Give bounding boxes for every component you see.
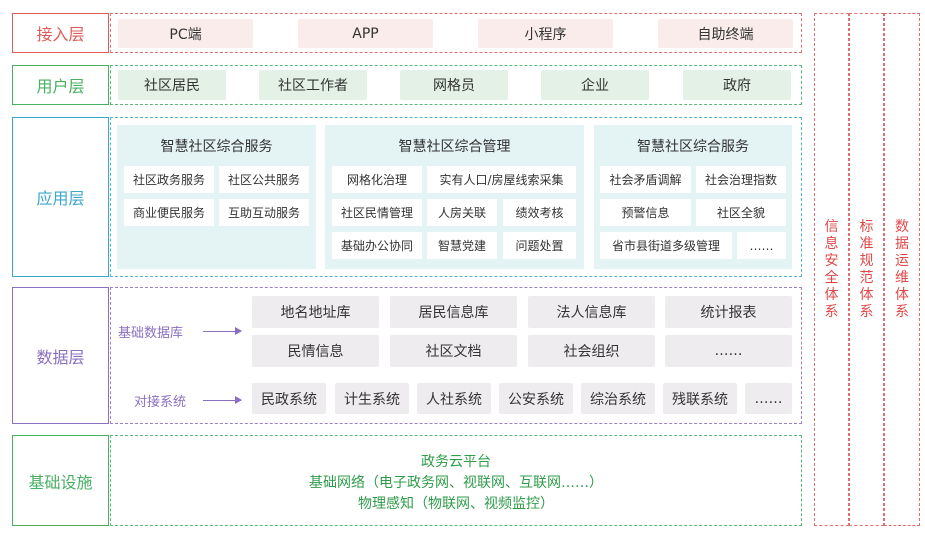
access-layer-container [110,13,802,53]
access-item-app: APP [298,19,433,48]
app-item: 社区全貌 [696,199,786,226]
app-item: 预警信息 [600,199,691,226]
access-item-miniprogram: 小程序 [478,19,613,48]
base-database-arrow [203,327,242,335]
user-item-government: 政府 [683,70,791,100]
side-column-security-text: 信息安全体系 [824,218,839,320]
app-panel-title: 智慧社区综合管理 [398,139,511,155]
system-item: 公安系统 [499,383,573,414]
data-layer-container [110,287,802,424]
user-layer-title: 用户层 [36,77,85,96]
connected-systems-label: 对接系统 [134,395,187,410]
user-item-enterprise: 企业 [541,70,649,100]
side-column-operations: 数据运维体系 [884,13,920,526]
user-item-grid-staff: 网格员 [400,70,508,100]
db-item: 居民信息库 [390,296,517,328]
system-item: 人社系统 [417,383,491,414]
system-item: 残联系统 [663,383,737,414]
app-item: 社会治理指数 [696,166,786,193]
app-item: 社区公共服务 [219,166,309,193]
db-item: 统计报表 [665,296,792,328]
access-layer-title: 接入层 [36,25,85,44]
system-item: 民政系统 [252,383,326,414]
infrastructure-layer-label: 基础设施 [12,435,109,526]
user-item-community-workers: 社区工作者 [259,70,367,100]
application-layer-title: 应用层 [36,189,85,208]
system-item: 计生系统 [335,383,409,414]
app-item: 基础办公协同 [332,232,422,259]
side-column-operations-text: 数据运维体系 [895,218,909,320]
db-item: 法人信息库 [528,296,655,328]
app-item: 省市县街道多级管理 [600,232,732,259]
app-item: 社会矛盾调解 [600,166,691,193]
base-database-label: 基础数据库 [118,326,184,341]
user-layer-label: 用户层 [12,65,109,105]
connected-systems-arrow [203,396,242,404]
app-panel-service-1: 智慧社区综合服务 社区政务服务 社区公共服务 商业便民服务 互助互动服务 [117,125,316,269]
app-item: 问题处置 [503,232,576,259]
db-item: 社会组织 [528,335,655,367]
application-layer-label: 应用层 [12,117,109,277]
infrastructure-layer-container [110,435,802,526]
app-item: 智慧党建 [427,232,497,259]
system-item: …… [745,383,792,414]
user-item-residents: 社区居民 [118,70,226,100]
infra-line-network: 基础网络（电子政务网、视联网、互联网……） [309,475,603,491]
app-item: …… [737,232,786,259]
side-column-standards-text: 标准规范体系 [859,218,874,320]
app-item: 人房关联 [427,199,497,226]
access-item-kiosk: 自助终端 [658,19,793,48]
user-layer-container [110,65,802,105]
access-layer-label: 接入层 [12,13,109,53]
side-column-security: 信息安全体系 [814,13,849,526]
app-panel-title: 智慧社区综合服务 [637,139,749,155]
db-item: 社区文档 [390,335,517,367]
db-item: 民情信息 [252,335,379,367]
system-item: 综治系统 [581,383,655,414]
data-layer-title: 数据层 [36,347,85,367]
data-layer-label: 数据层 [12,287,109,424]
app-panel-management: 智慧社区综合管理 网格化治理 实有人口/房屋线索采集 社区民情管理 人房关联 绩… [325,125,584,269]
application-layer-container [110,117,802,277]
infra-line-sensing: 物理感知（物联网、视频监控） [358,496,554,512]
app-item: 商业便民服务 [124,199,214,226]
app-item: 社区政务服务 [124,166,214,193]
side-column-standards: 标准规范体系 [849,13,884,526]
infrastructure-layer-title: 基础设施 [28,472,93,492]
access-item-pc: PC端 [118,19,253,48]
app-panel-title: 智慧社区综合服务 [160,139,273,155]
app-item: 实有人口/房屋线索采集 [427,166,576,193]
app-item: 互助互动服务 [219,199,309,226]
app-item: 社区民情管理 [332,199,422,226]
app-item: 网格化治理 [332,166,422,193]
app-item: 绩效考核 [503,199,576,226]
app-panel-service-2: 智慧社区综合服务 社会矛盾调解 社会治理指数 预警信息 社区全貌 省市县街道多级… [594,125,792,269]
infra-line-cloud: 政务云平台 [421,454,491,470]
db-item: 地名地址库 [252,296,379,328]
db-item: …… [665,335,792,367]
